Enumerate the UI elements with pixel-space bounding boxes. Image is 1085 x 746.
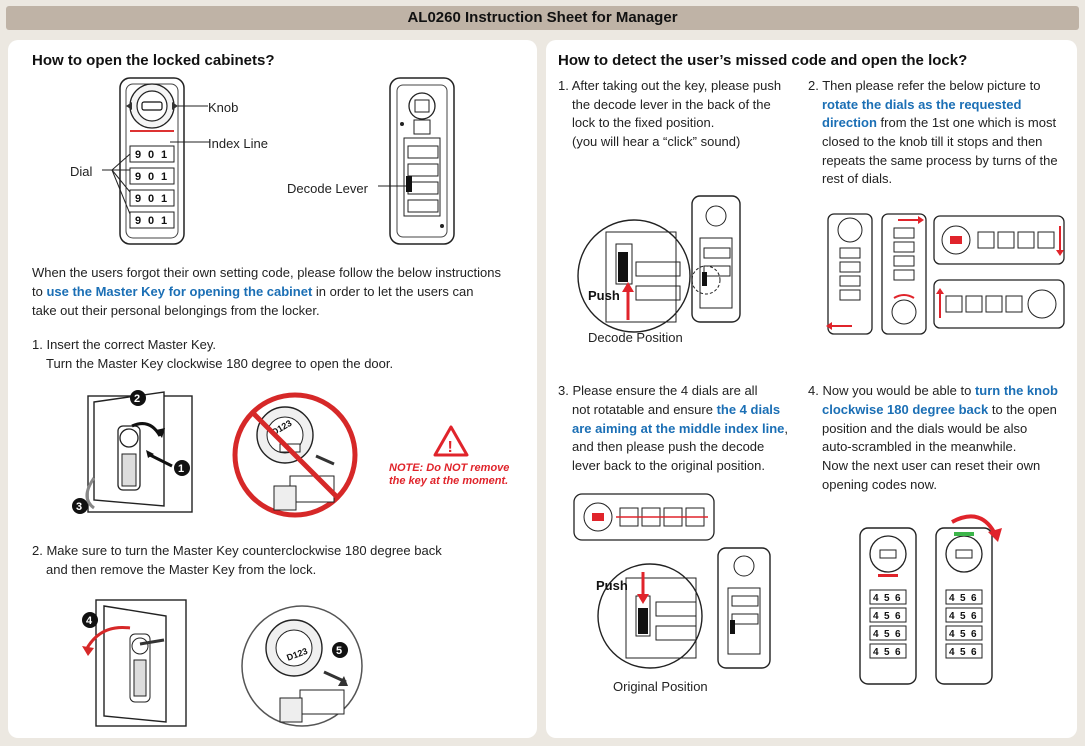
knob-label: Knob	[208, 100, 239, 115]
svg-text:4: 4	[873, 647, 879, 658]
svg-text:5: 5	[884, 629, 890, 640]
marker-3: 3	[76, 501, 82, 513]
dial-direction-illustration	[826, 213, 1065, 335]
svg-text:5: 5	[884, 611, 890, 622]
step2-line-2: and then remove the Master Key from the …	[46, 562, 317, 577]
remove-key-illustration: D123 5	[241, 605, 363, 727]
dial-digit: 0	[148, 193, 154, 205]
r-step1-line-3: lock to the fixed position.	[572, 115, 715, 130]
svg-text:!: !	[448, 439, 453, 456]
r-step3-line-4: and then please push the decode	[572, 439, 765, 454]
left-panel: How to open the locked cabinets? 9 0 1 9…	[8, 40, 537, 738]
svg-text:4: 4	[949, 593, 955, 604]
r-step3-line-5: lever back to the original position.	[572, 458, 765, 473]
r-step1-line-1: 1. After taking out the key, please push	[558, 78, 782, 93]
right-panel: How to detect the user’s missed code and…	[546, 40, 1077, 738]
svg-text:4: 4	[873, 593, 879, 604]
svg-text:5: 5	[960, 611, 966, 622]
svg-text:6: 6	[895, 629, 901, 640]
r-step3-line-2: not rotatable and ensure the 4 dials	[572, 402, 781, 417]
dial-digit: 1	[161, 149, 167, 161]
dial-digit: 0	[148, 215, 154, 227]
r-step1-line-4: (you will hear a “click” sound)	[572, 134, 741, 149]
r-step4-line-5: Now the next user can reset their own	[822, 458, 1041, 473]
intro-line-1: When the users forgot their own setting …	[32, 265, 501, 280]
marker-2: 2	[134, 393, 140, 405]
original-position-label: Original Position	[613, 679, 708, 694]
index-line-label: Index Line	[208, 136, 268, 151]
r-step2-line-1: 2. Then please refer the below picture t…	[808, 78, 1041, 93]
svg-text:4: 4	[949, 611, 955, 622]
lock-front-diagram: 9 0 1 9 0 1 9 0 1 9 0 1	[102, 77, 210, 245]
dial-digit: 9	[135, 193, 141, 205]
step1-line-2: Turn the Master Key clockwise 180 degree…	[46, 356, 394, 371]
svg-text:5: 5	[960, 593, 966, 604]
r-step2-line-3: direction from the 1st one which is most	[822, 115, 1057, 130]
r-step2-line-4: closed to the knob till it stops and the…	[822, 134, 1043, 149]
master-key-emphasis: use the Master Key for opening the cabin…	[46, 284, 313, 299]
r-step2-line-5: repeats the same process by turns of the	[822, 153, 1058, 168]
r-step4-line-6: opening codes now.	[822, 477, 937, 492]
push-label-2: Push	[596, 578, 628, 593]
step1-line-1: 1. Insert the correct Master Key.	[32, 337, 216, 352]
dial-label: Dial	[70, 164, 93, 179]
dial-digit: 0	[148, 149, 154, 161]
svg-text:6: 6	[895, 647, 901, 658]
marker-4: 4	[86, 615, 93, 627]
svg-text:5: 5	[960, 647, 966, 658]
right-heading: How to detect the user’s missed code and…	[558, 52, 968, 69]
door-remove-illustration: 4	[82, 599, 187, 727]
intro-line-2: to use the Master Key for opening the ca…	[32, 284, 474, 299]
r-step3-line-3: are aiming at the middle index line,	[572, 421, 789, 436]
decode-position-illustration: Push	[577, 195, 741, 333]
r-step4-line-4: auto-scrambled in the meanwhile.	[822, 439, 1017, 454]
intro-line-3: take out their personal belongings from …	[32, 303, 320, 318]
warning-note-line-1: NOTE: Do NOT remove	[389, 462, 510, 474]
svg-text:5: 5	[884, 593, 890, 604]
svg-text:6: 6	[971, 647, 977, 658]
dial-digit: 1	[161, 171, 167, 183]
left-heading: How to open the locked cabinets?	[32, 52, 275, 69]
svg-text:5: 5	[960, 629, 966, 640]
sheet-title: AL0260 Instruction Sheet for Manager	[6, 6, 1079, 30]
warning-icon: !	[433, 425, 469, 457]
r-step3-line-1: 3. Please ensure the 4 dials are all	[558, 383, 758, 398]
dial-digit: 1	[161, 193, 167, 205]
dial-digit: 1	[161, 215, 167, 227]
no-remove-key-illustration: D123	[232, 392, 358, 518]
svg-text:4: 4	[949, 629, 955, 640]
svg-text:6: 6	[971, 593, 977, 604]
push-label-1: Push	[588, 288, 620, 303]
dial-digit: 0	[148, 171, 154, 183]
svg-text:6: 6	[971, 629, 977, 640]
svg-text:6: 6	[895, 593, 901, 604]
dial-digit: 9	[135, 171, 141, 183]
r-step2-line-6: rest of dials.	[822, 171, 893, 186]
dial-digit: 9	[135, 215, 141, 227]
marker-5: 5	[336, 645, 342, 657]
lock-back-diagram	[378, 77, 455, 245]
svg-text:4: 4	[873, 629, 879, 640]
r-step2-line-2: rotate the dials as the requested	[822, 97, 1022, 112]
marker-1: 1	[178, 463, 184, 475]
door-insert-illustration: 2 1 3	[72, 390, 193, 514]
decode-position-label: Decode Position	[588, 330, 683, 345]
svg-text:6: 6	[895, 611, 901, 622]
step2-line-1: 2. Make sure to turn the Master Key coun…	[32, 543, 442, 558]
svg-text:4: 4	[873, 611, 879, 622]
dial-rows: 9 0 1 9 0 1 9 0 1 9 0 1	[129, 145, 175, 229]
original-position-illustration: Push	[573, 493, 771, 669]
dial-digit: 9	[135, 149, 141, 161]
r-step1-line-2: the decode lever in the back of the	[572, 97, 771, 112]
svg-text:5: 5	[884, 647, 890, 658]
r-step4-line-1: 4. Now you would be able to turn the kno…	[808, 383, 1058, 398]
decode-lever-label: Decode Lever	[287, 181, 368, 196]
svg-text:4: 4	[949, 647, 955, 658]
warning-note-line-2: the key at the moment.	[389, 475, 509, 487]
r-step4-line-3: position and the dials would be also	[822, 421, 1028, 436]
svg-text:6: 6	[971, 611, 977, 622]
r-step4-line-2: clockwise 180 degree back to the open	[822, 402, 1057, 417]
